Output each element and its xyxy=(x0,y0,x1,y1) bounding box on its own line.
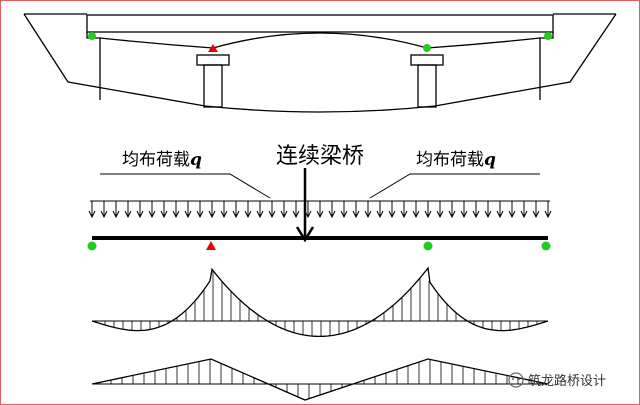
shear-hatching xyxy=(99,359,541,399)
deck-slab xyxy=(86,14,554,33)
load-arrow-head xyxy=(448,210,456,219)
load-label-left: 均布荷载q xyxy=(122,150,202,170)
load-arrow-head xyxy=(352,210,360,219)
support-roller-right-top xyxy=(544,32,552,40)
load-arrow-head xyxy=(136,210,144,219)
support-roller-mid xyxy=(423,241,433,251)
pier-cap-1 xyxy=(196,54,230,66)
load-arrow-head xyxy=(88,210,96,219)
load-arrow-head xyxy=(244,210,252,219)
support-roller-left-top xyxy=(88,32,96,40)
load-arrow-head xyxy=(124,210,132,219)
ground-line xyxy=(204,105,436,113)
load-label-right: 均布荷载q xyxy=(416,150,496,170)
load-arrow-head xyxy=(472,210,480,219)
right-abutment xyxy=(539,32,554,100)
load-arrow-head xyxy=(412,210,420,219)
load-arrow-head xyxy=(184,210,192,219)
load-arrow-head xyxy=(544,210,552,219)
bridge-elevation xyxy=(23,13,617,113)
load-arrow-head xyxy=(376,210,384,219)
load-arrow-head xyxy=(460,210,468,219)
load-arrow-head xyxy=(148,210,156,219)
load-arrow-head xyxy=(160,210,168,219)
load-label-left-group: 均布荷载q xyxy=(122,150,202,170)
load-arrow-head xyxy=(220,210,228,219)
load-arrow-head xyxy=(364,210,372,219)
load-arrow-head xyxy=(328,210,336,219)
support-pin-top xyxy=(208,44,218,52)
watermark-text: 筑龙路桥设计 xyxy=(528,373,606,389)
support-pin xyxy=(206,241,216,250)
load-arrow-head xyxy=(400,210,408,219)
load-arrow-head xyxy=(208,210,216,219)
load-arrow-head xyxy=(196,210,204,219)
leader-line-right xyxy=(369,173,540,199)
load-arrow-head xyxy=(280,210,288,219)
load-arrow-head xyxy=(292,210,300,219)
shear-outline xyxy=(91,358,549,401)
load-arrow-head xyxy=(256,210,264,219)
wechat-icon-eye-right xyxy=(518,378,520,380)
load-arrow-head xyxy=(388,210,396,219)
load-arrow-head xyxy=(424,210,432,219)
load-arrow-head xyxy=(532,210,540,219)
load-arrow-head xyxy=(436,210,444,219)
load-arrow-head xyxy=(172,210,180,219)
support-roller-mid-top xyxy=(423,44,431,52)
load-arrow-head xyxy=(268,210,276,219)
left-abutment xyxy=(86,32,101,100)
distributed-load-arrows xyxy=(88,201,552,219)
watermark: 筑龙路桥设计 xyxy=(508,372,606,389)
load-arrow-head xyxy=(232,210,240,219)
load-arrow-head xyxy=(496,210,504,219)
leader-line-left xyxy=(100,173,271,199)
load-arrow-head xyxy=(100,210,108,219)
moment-curve xyxy=(91,266,549,338)
load-arrow-head xyxy=(520,210,528,219)
pier-cap-2 xyxy=(410,54,444,66)
diagram-title: 连续梁桥 xyxy=(276,144,364,169)
wechat-icon-eye-left xyxy=(512,378,514,380)
girder-soffit xyxy=(99,32,541,49)
bending-moment-diagram xyxy=(91,266,549,338)
load-arrow-head xyxy=(484,210,492,219)
load-arrow-head xyxy=(316,210,324,219)
pier-column-1 xyxy=(203,64,223,108)
load-arrow-head xyxy=(508,210,516,219)
load-arrow-head xyxy=(340,210,348,219)
support-roller-right xyxy=(541,241,551,251)
shear-force-diagram xyxy=(91,358,549,401)
wechat-icon xyxy=(508,372,524,388)
pier-column-2 xyxy=(417,64,437,108)
support-roller-left xyxy=(87,241,97,251)
load-arrow-head xyxy=(112,210,120,219)
abutment-outline xyxy=(23,13,617,107)
load-label-right-group: 均布荷载q xyxy=(416,150,496,170)
